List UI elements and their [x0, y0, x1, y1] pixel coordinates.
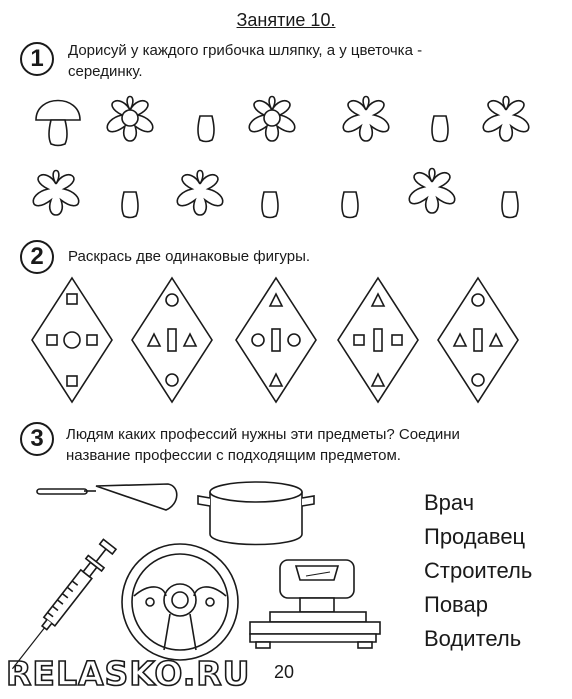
profession-doctor[interactable]: Врач [424, 490, 475, 515]
page-title: Занятие 10. [236, 10, 336, 30]
page-number: 20 [274, 662, 295, 682]
task-1-text: Дорисуй у каждого грибочка шляпку, а у ц… [68, 40, 422, 82]
diamond-figure-icon [235, 276, 317, 404]
task-3-line-2: название профессии с подходящим предмето… [66, 447, 401, 464]
mushroom-stem-icon [261, 191, 279, 219]
mushroom-icon [35, 99, 81, 147]
diamond-figure-icon [131, 276, 213, 404]
flower-icon [32, 169, 80, 216]
profession-driver[interactable]: Водитель [424, 626, 522, 651]
profession-seller[interactable]: Продавец [424, 524, 526, 549]
profession-cook[interactable]: Повар [424, 592, 488, 617]
syringe-icon [11, 538, 118, 670]
mushroom-stem-icon [121, 191, 139, 219]
task-3-number: 3 [20, 422, 54, 456]
task-3-text: Людям каких профессий нужны эти предметы… [66, 424, 460, 466]
mushroom-stem-icon [341, 191, 359, 219]
flower-icon [342, 95, 390, 142]
flower-icon [408, 167, 456, 214]
pot-icon [197, 481, 315, 546]
task-3-line-1: Людям каких профессий нужны эти предметы… [66, 426, 460, 443]
flower-icon [482, 95, 530, 142]
watermark: RELASKO.RU [5, 653, 251, 694]
task-2-text: Раскрась две одинаковые фигуры. [68, 248, 311, 265]
trowel-icon [36, 483, 178, 511]
task-2-number: 2 [20, 240, 54, 274]
scales-icon [249, 559, 381, 649]
mushroom-stem-icon [501, 191, 519, 219]
profession-builder[interactable]: Строитель [424, 558, 533, 583]
task-1-number: 1 [20, 42, 54, 76]
profession-list: Врач Продавец Строитель Повар Водитель [424, 486, 532, 656]
diamond-figure-icon [337, 276, 419, 404]
task-1-line-2: серединку. [68, 63, 143, 80]
diamond-figure-icon [437, 276, 519, 404]
flower-icon [248, 95, 296, 142]
task-1-line-1: Дорисуй у каждого грибочка шляпку, а у ц… [68, 42, 423, 59]
flower-icon [176, 169, 224, 216]
mushroom-stem-icon [197, 115, 215, 143]
diamond-figure-icon [31, 276, 113, 404]
steering-wheel-icon [121, 543, 239, 661]
mushroom-stem-icon [431, 115, 449, 143]
flower-icon [106, 95, 154, 142]
